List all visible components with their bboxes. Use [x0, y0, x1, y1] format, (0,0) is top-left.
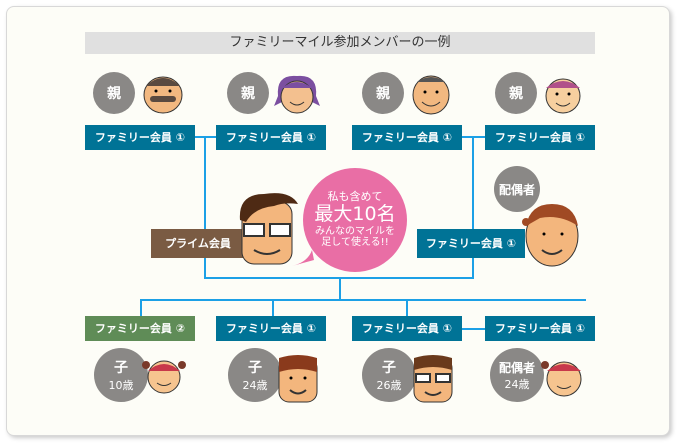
member-label-parent: ファミリー会員 ① [352, 125, 462, 150]
role-badge-parent: 親 [227, 72, 269, 114]
prime-member-face-icon [239, 193, 298, 265]
role-badge-child: 子 10歳 [94, 348, 148, 402]
member-label-parent: ファミリー会員 ① [485, 125, 595, 150]
speech-bubble: 私も含めて 最大10名 みんなのマイルを 足して使える!! [303, 168, 407, 272]
role-badge-child: 子 26歳 [362, 348, 416, 402]
speech-tail [292, 250, 314, 266]
age-text: 10歳 [108, 379, 134, 392]
role-badge-parent: 親 [495, 72, 537, 114]
age-text: 24歳 [504, 377, 530, 391]
role-text: 子 [114, 360, 128, 376]
role-badge-parent: 親 [362, 72, 404, 114]
spouse-face-icon [522, 204, 579, 267]
mother-face-icon [274, 75, 320, 114]
father-face-icon [412, 75, 450, 115]
role-badge-child: 子 24歳 [228, 348, 282, 402]
girl-face-icon [142, 360, 186, 394]
spouse-member-label: ファミリー会員 ① [417, 229, 525, 258]
mother-face-icon [545, 78, 581, 114]
member-label-child: ファミリー会員 ② [85, 316, 195, 341]
member-label-child: ファミリー会員 ① [485, 316, 595, 341]
role-badge-spouse: 配偶者 [494, 166, 540, 212]
member-label-parent: ファミリー会員 ① [216, 125, 326, 150]
role-text: 子 [248, 360, 262, 376]
father-face-icon [143, 76, 183, 114]
connector [204, 137, 206, 279]
member-label-child: ファミリー会員 ① [216, 316, 326, 341]
connector [339, 278, 341, 300]
prime-member-label: プライム会員 [151, 229, 245, 258]
connector [406, 299, 408, 316]
son-face-icon [278, 355, 318, 403]
son-glasses-face-icon [413, 355, 453, 403]
role-badge-parent: 親 [93, 72, 135, 114]
daughter-in-law-face-icon [541, 361, 582, 397]
bubble-line: 私も含めて [327, 190, 383, 204]
bubble-line: みんなのマイルを [315, 225, 395, 237]
bubble-line: 足して使える!! [321, 237, 389, 249]
connector [472, 137, 474, 279]
diagram-title: ファミリーマイル参加メンバーの一例 [85, 32, 595, 54]
member-label-child: ファミリー会員 ① [352, 316, 462, 341]
role-badge-spouse-child: 配偶者 24歳 [490, 348, 544, 402]
role-text: 子 [382, 360, 396, 376]
connector [462, 328, 485, 330]
member-label-parent: ファミリー会員 ① [85, 125, 195, 150]
age-text: 24歳 [242, 379, 268, 392]
age-text: 26歳 [376, 379, 402, 392]
role-text: 配偶者 [498, 360, 535, 375]
connector [272, 299, 274, 316]
bubble-headline: 最大10名 [314, 202, 396, 225]
connector [140, 299, 586, 301]
connector [140, 299, 142, 316]
